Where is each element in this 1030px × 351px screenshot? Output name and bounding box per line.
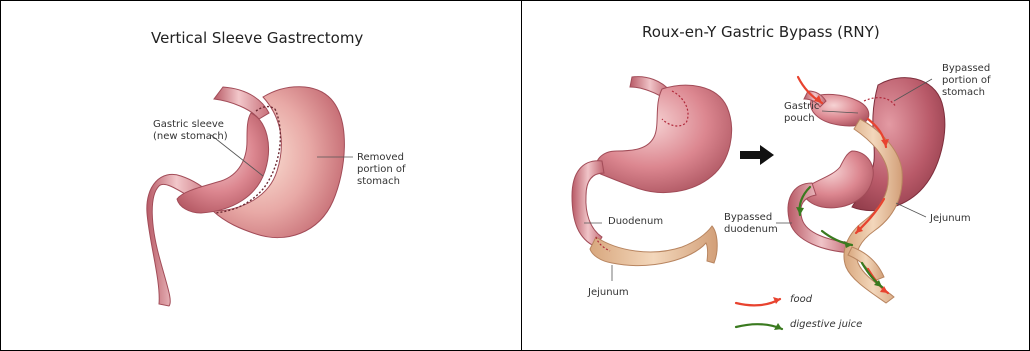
legend-food-label: food: [790, 294, 812, 306]
legend-food-arrow: [736, 299, 780, 305]
transition-arrow: [740, 145, 774, 165]
roux-en-y-panel: Roux-en-Y Gastric Bypass (RNY): [522, 1, 1029, 350]
jejunum-after-label: Jejunum: [930, 213, 971, 225]
jejunum-before-label: Jejunum: [588, 287, 629, 299]
sleeve-label-2: (new stomach): [153, 131, 228, 143]
stomach-before: [596, 85, 731, 192]
esophagus-shape: [214, 87, 269, 119]
sleeve-illustration: [1, 1, 521, 350]
removed-label-1: Removed: [357, 152, 404, 164]
legend-juice-label: digestive juice: [790, 319, 862, 331]
bypassed-duodenum-label-2: duodenum: [724, 224, 778, 236]
removed-stomach-shape: [213, 87, 344, 238]
bypassed-portion-label-1: Bypassed: [942, 63, 990, 75]
pouch-label-2: pouch: [784, 113, 815, 125]
sleeve-label-1: Gastric sleeve: [153, 119, 224, 131]
removed-label-3: stomach: [357, 176, 400, 188]
sleeve-gastrectomy-panel: Vertical Sleeve Gastrectomy: [1, 1, 521, 350]
pouch-label-1: Gastric: [784, 101, 819, 113]
jejunum-after-leader: [896, 203, 926, 217]
bypassed-duodenum-label-1: Bypassed: [724, 212, 772, 224]
bypassed-portion-label-2: portion of: [942, 75, 991, 87]
duodenum-before: [572, 161, 604, 247]
duodenum-label: Duodenum: [608, 216, 663, 228]
jejunum-before: [590, 226, 717, 266]
bypassed-portion-label-3: stomach: [942, 87, 985, 99]
removed-label-2: portion of: [357, 164, 406, 176]
